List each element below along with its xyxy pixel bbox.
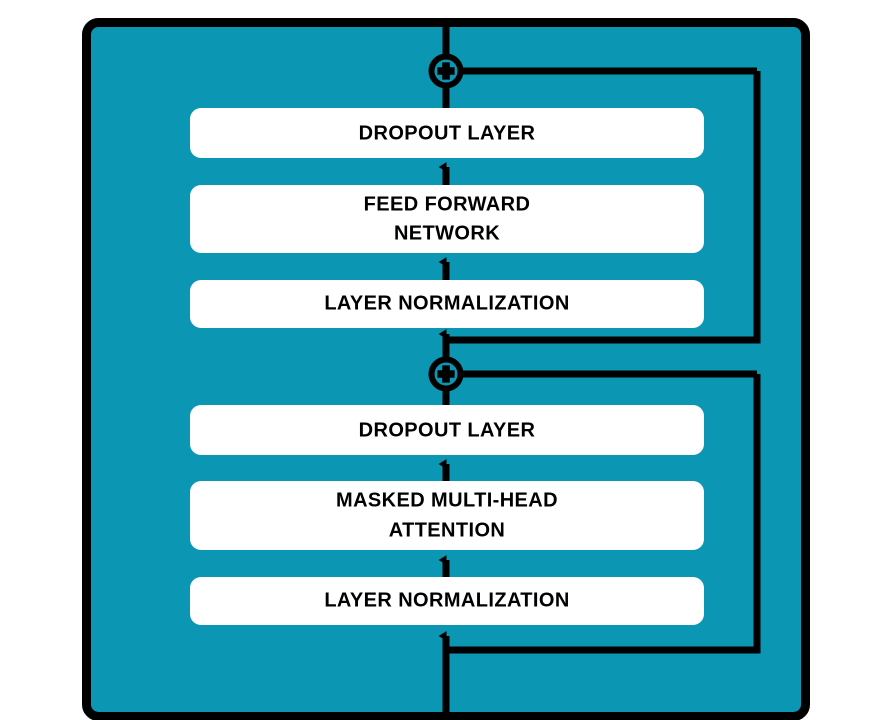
block-dropout-bottom[interactable]: DROPOUT LAYER	[190, 405, 704, 455]
connector-residual-lower-skip	[446, 374, 761, 654]
block-layer-norm-top[interactable]: LAYER NORMALIZATION	[190, 280, 704, 328]
connector-layer	[438, 22, 761, 720]
block-dropout-top[interactable]: DROPOUT LAYER	[190, 108, 704, 158]
add-icon-bottom[interactable]	[428, 356, 464, 392]
block-feed-forward-network[interactable]: FEED FORWARD NETWORK	[190, 185, 704, 253]
block-feed-forward-network-box[interactable]	[190, 185, 704, 253]
adders-layer	[428, 53, 464, 392]
block-masked-multi-head-attention-box[interactable]	[190, 481, 704, 550]
block-dropout-bottom-box[interactable]	[190, 405, 704, 455]
add-icon-top-plus	[437, 62, 455, 80]
block-layer-norm-bottom-box[interactable]	[190, 577, 704, 625]
block-masked-multi-head-attention[interactable]: MASKED MULTI-HEAD ATTENTION	[190, 481, 704, 550]
block-layer-norm-bottom[interactable]: LAYER NORMALIZATION	[190, 577, 704, 625]
add-icon-bottom-plus	[437, 365, 455, 383]
block-layer-norm-top-box[interactable]	[190, 280, 704, 328]
add-icon-top[interactable]	[428, 53, 464, 89]
block-dropout-top-box[interactable]	[190, 108, 704, 158]
connector-residual-upper-skip	[446, 71, 761, 344]
